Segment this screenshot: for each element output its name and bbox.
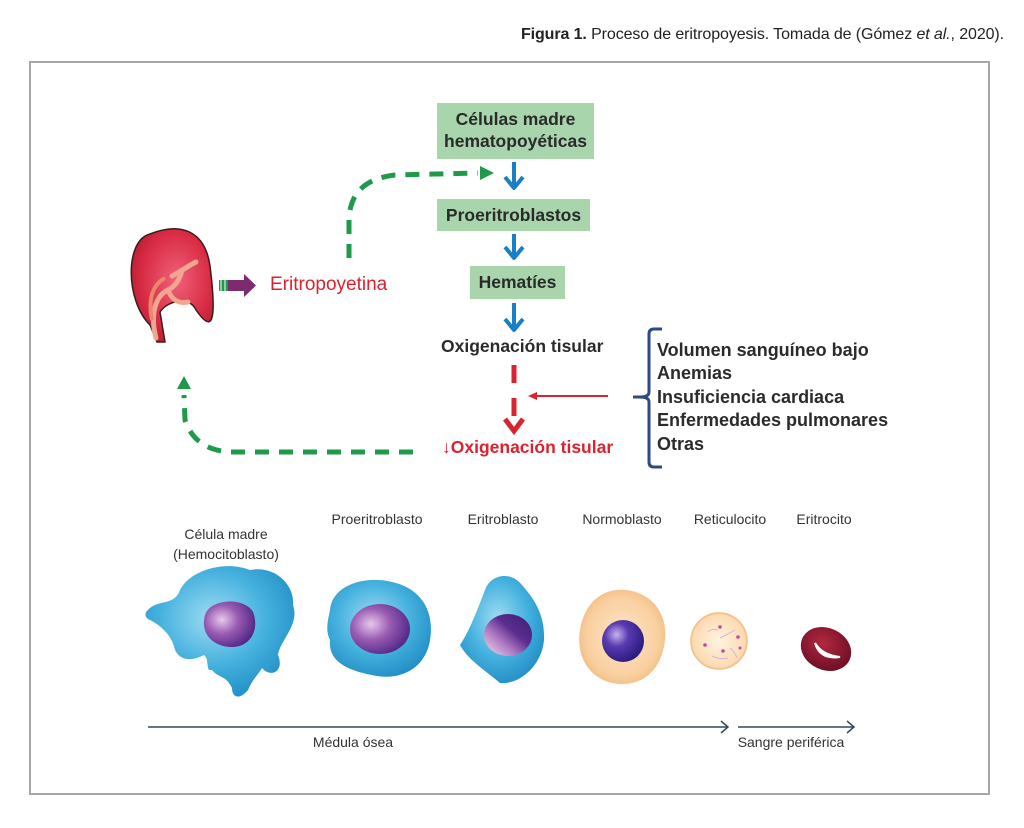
cell-label-erythroblast: Eritroblasto [467,511,539,527]
proerythroblasts-box: Proeritroblastos [437,199,590,231]
cause-item: Enfermedades pulmonares [657,410,889,431]
proerythroblast-icon [327,579,431,677]
red-blood-cells-label: Hematíes [478,272,557,292]
stem-cell-icon [145,566,295,697]
caption-italic: et al. [916,26,951,43]
stem-cells-line2: hematopoyéticas [444,131,587,151]
cause-item: Otras [657,433,705,454]
caption-year: , 2020). [950,26,1005,43]
bone-marrow-label: Médula ósea [312,734,394,750]
cell-label-stem: Célula madre (Hemocitoblasto) [173,524,279,564]
stem-cells-line1: Células madre [455,109,576,129]
red-blood-cells-box: Hematíes [470,266,565,299]
cell-subname: (Hemocitoblasto) [173,546,279,562]
red-cause-arrow [528,392,608,400]
reticulocyte-icon [690,612,748,670]
figure-caption: Figura 1. Proceso de eritropoyesis. Toma… [521,26,1004,44]
peripheral-blood-axis [738,720,856,734]
cause-item: Volumen sanguíneo bajo [657,340,869,360]
low-tissue-oxygenation-label: ↓Oxigenación tisular [442,437,614,457]
erythropoietin-label: Eritropoyetina [270,274,388,295]
red-dashed-arrow [503,365,525,436]
cause-item: Anemias [657,363,733,384]
kidney-to-epo-arrow [219,274,256,297]
cell-name: Célula madre [184,526,268,542]
cause-item: Insuficiencia cardiaca [657,386,845,407]
figure-label: Figura 1. [520,26,587,43]
green-dashed-arrow-to-stem-cells [346,166,494,258]
cell-label-reticulocyte: Reticulocito [693,511,767,527]
kidney-icon [130,228,214,343]
caption-text: Proceso de eritropoyesis. Tomada de (Góm… [586,26,917,43]
cell-label-erythrocyte: Eritrocito [796,511,852,527]
peripheral-blood-label: Sangre periférica [737,734,845,750]
stem-cells-box: Células madre hematopoyéticas [437,103,594,159]
causes-brace [633,327,662,469]
figure-frame [29,61,990,795]
blue-arrow-2 [503,234,525,260]
erythrocyte-icon [800,627,852,671]
causes-list: Volumen sanguíneo bajo Anemias Insuficie… [657,339,888,456]
erythroblast-icon [460,575,545,684]
blue-arrow-1 [503,162,525,190]
blue-arrow-3 [503,303,525,332]
proerythroblasts-label: Proeritroblastos [445,205,582,225]
tissue-oxygenation-label: Oxigenación tisular [441,336,604,356]
bone-marrow-axis [148,720,730,734]
cell-label-normoblast: Normoblasto [582,511,662,527]
normoblast-icon [579,589,666,685]
cell-label-proerythroblast: Proeritroblasto [331,511,423,527]
green-dashed-arrow-to-kidney [177,376,413,455]
